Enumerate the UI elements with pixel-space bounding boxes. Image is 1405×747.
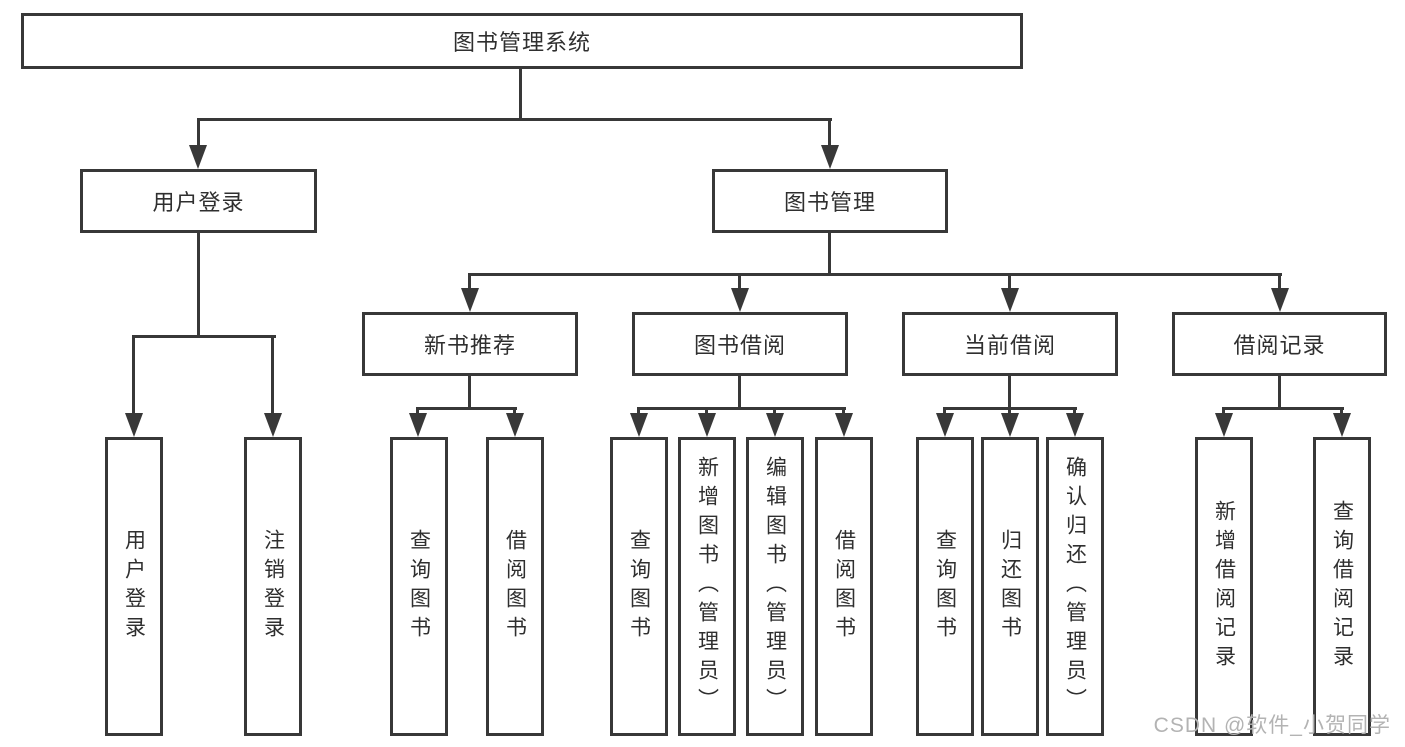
- connector-line-vertical: [519, 69, 522, 118]
- arrow-stem: [416, 407, 419, 417]
- connector-line-horizontal: [637, 407, 846, 410]
- arrow-stem: [513, 407, 516, 417]
- connector-line-horizontal: [1222, 407, 1344, 410]
- arrow-stem: [705, 407, 708, 417]
- arrow-stem: [197, 118, 200, 146]
- leaf-confirm-return-admin: 确认归还（管理员）: [1046, 437, 1104, 736]
- arrow-down-icon: [264, 413, 282, 437]
- node-user-login: 用户登录: [80, 169, 317, 233]
- arrow-stem: [132, 335, 135, 415]
- node-book-borrowing: 图书借阅: [632, 312, 848, 376]
- arrow-down-icon: [189, 145, 207, 169]
- leaf-query-books: 查询图书: [610, 437, 668, 736]
- connector-line-horizontal: [468, 273, 1282, 276]
- arrow-down-icon: [506, 413, 524, 437]
- leaf-borrow-books: 借阅图书: [815, 437, 873, 736]
- node-new-book-recommendation: 新书推荐: [362, 312, 578, 376]
- connector-line-horizontal: [197, 118, 832, 121]
- leaf-label: 借阅图书: [832, 528, 856, 645]
- node-current-borrowing: 当前借阅: [902, 312, 1118, 376]
- leaf-label: 查询图书: [627, 528, 651, 645]
- connector-line-vertical: [1278, 376, 1281, 409]
- leaf-return-books: 归还图书: [981, 437, 1039, 736]
- node-root: 图书管理系统: [21, 13, 1023, 69]
- leaf-label: 借阅图书: [503, 528, 527, 645]
- leaf-label: 归还图书: [998, 528, 1022, 645]
- leaf-add-book-admin: 新增图书（管理员）: [678, 437, 736, 736]
- node-book-management: 图书管理: [712, 169, 948, 233]
- arrow-stem: [943, 407, 946, 417]
- leaf-query-books: 查询图书: [916, 437, 974, 736]
- connector-line-horizontal: [416, 407, 517, 410]
- connector-line-vertical: [1008, 376, 1011, 409]
- arrow-down-icon: [409, 413, 427, 437]
- arrow-down-icon: [821, 145, 839, 169]
- leaf-borrow-books: 借阅图书: [486, 437, 544, 736]
- watermark: CSDN @软件_小贺同学: [1153, 714, 1391, 737]
- connector-line-vertical: [197, 233, 200, 335]
- arrow-down-icon: [1215, 413, 1233, 437]
- arrow-stem: [1073, 407, 1076, 417]
- leaf-label: 注销登录: [261, 528, 285, 645]
- leaf-label: 新增借阅记录: [1212, 499, 1236, 674]
- arrow-stem: [1008, 407, 1011, 417]
- leaf-user-login: 用户登录: [105, 437, 163, 736]
- arrow-down-icon: [630, 413, 648, 437]
- arrow-down-icon: [835, 413, 853, 437]
- connector-line-vertical: [738, 376, 741, 409]
- arrow-down-icon: [698, 413, 716, 437]
- arrow-down-icon: [1271, 288, 1289, 312]
- leaf-label: 编辑图书（管理员）: [763, 456, 787, 717]
- arrow-stem: [1340, 407, 1343, 417]
- connector-line-vertical: [828, 233, 831, 273]
- leaf-query-books: 查询图书: [390, 437, 448, 736]
- arrow-down-icon: [1066, 413, 1084, 437]
- arrow-down-icon: [936, 413, 954, 437]
- arrow-stem: [1222, 407, 1225, 417]
- arrow-stem: [637, 407, 640, 417]
- arrow-stem: [773, 407, 776, 417]
- arrow-stem: [738, 273, 741, 293]
- arrow-stem: [1278, 273, 1281, 293]
- leaf-label: 确认归还（管理员）: [1063, 456, 1087, 717]
- arrow-stem: [468, 273, 471, 293]
- connector-line-vertical: [468, 376, 471, 409]
- arrow-down-icon: [1001, 413, 1019, 437]
- connector-line-horizontal: [132, 335, 276, 338]
- leaf-label: 查询图书: [407, 528, 431, 645]
- arrow-down-icon: [731, 288, 749, 312]
- leaf-label: 用户登录: [122, 528, 146, 645]
- arrow-stem: [1008, 273, 1011, 293]
- node-borrowing-records: 借阅记录: [1172, 312, 1387, 376]
- leaf-label: 新增图书（管理员）: [695, 456, 719, 717]
- arrow-down-icon: [1333, 413, 1351, 437]
- arrow-down-icon: [125, 413, 143, 437]
- leaf-label: 查询借阅记录: [1330, 499, 1354, 674]
- leaf-logout: 注销登录: [244, 437, 302, 736]
- leaf-edit-book-admin: 编辑图书（管理员）: [746, 437, 804, 736]
- leaf-label: 查询图书: [933, 528, 957, 645]
- arrow-stem: [271, 335, 274, 415]
- leaf-add-borrow-record: 新增借阅记录: [1195, 437, 1253, 736]
- arrow-stem: [842, 407, 845, 417]
- arrow-down-icon: [1001, 288, 1019, 312]
- arrow-down-icon: [461, 288, 479, 312]
- arrow-stem: [828, 118, 831, 146]
- arrow-down-icon: [766, 413, 784, 437]
- leaf-query-borrow-record: 查询借阅记录: [1313, 437, 1371, 736]
